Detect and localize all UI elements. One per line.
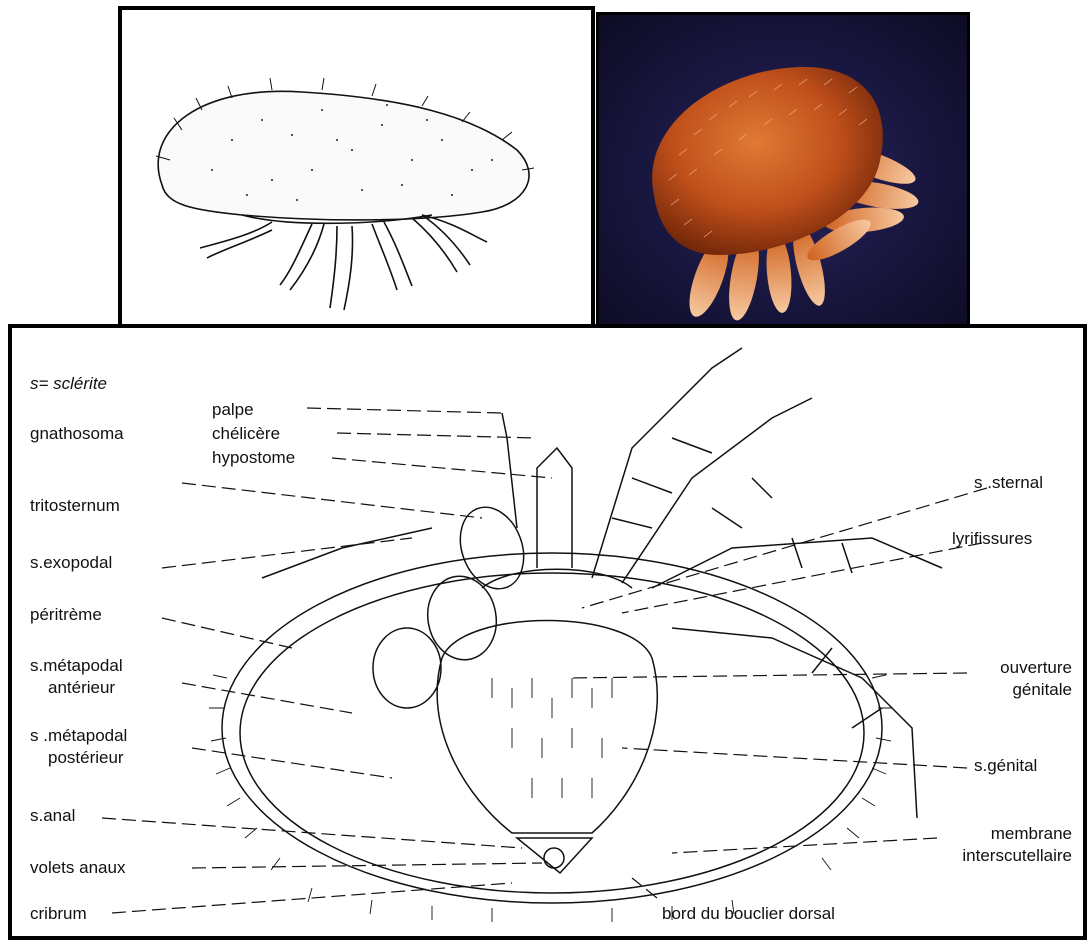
label-metapodal-anterieur-1: s.métapodal: [30, 656, 123, 676]
mite-photo-panel: [596, 12, 970, 338]
label-peritreme: péritrème: [30, 605, 102, 625]
label-metapodal-anterieur-2: antérieur: [48, 678, 115, 698]
label-cribrum: cribrum: [30, 904, 87, 924]
mite-lateral-drawing-panel: [118, 6, 595, 336]
label-volets-anaux: volets anaux: [30, 858, 125, 878]
label-membrane-1: membrane: [892, 824, 1072, 844]
label-metapodal-posterieur-1: s .métapodal: [30, 726, 127, 746]
label-chelicere: chélicère: [212, 424, 280, 444]
label-lyrifissures: lyrifissures: [952, 529, 1032, 549]
label-tritosternum: tritosternum: [30, 496, 120, 516]
label-gnathosoma: gnathosoma: [30, 424, 124, 444]
mite-photo: [599, 15, 967, 335]
mite-lateral-drawing: [122, 10, 591, 332]
label-metapodal-posterieur-2: postérieur: [48, 748, 124, 768]
dorsal-shield-outline: [222, 553, 882, 903]
label-sternal: s .sternal: [974, 473, 1043, 493]
sclerite-legend: s= sclérite: [30, 374, 107, 394]
label-genital: s.génital: [974, 756, 1037, 776]
label-hypostome: hypostome: [212, 448, 295, 468]
label-exopodal: s.exopodal: [30, 553, 112, 573]
label-anal: s.anal: [30, 806, 75, 826]
genital-shield: [437, 621, 657, 834]
label-ouverture-genitale-1: ouverture: [952, 658, 1072, 678]
label-bord-bouclier-dorsal: bord du bouclier dorsal: [662, 904, 835, 924]
mite-ventral-diagram-panel: s= sclérite gnathosoma palpe chélicère h…: [8, 324, 1087, 940]
label-palpe: palpe: [212, 400, 254, 420]
mite-ventral-diagram: [12, 328, 1083, 936]
label-membrane-2: interscutellaire: [892, 846, 1072, 866]
label-ouverture-genitale-2: génitale: [952, 680, 1072, 700]
